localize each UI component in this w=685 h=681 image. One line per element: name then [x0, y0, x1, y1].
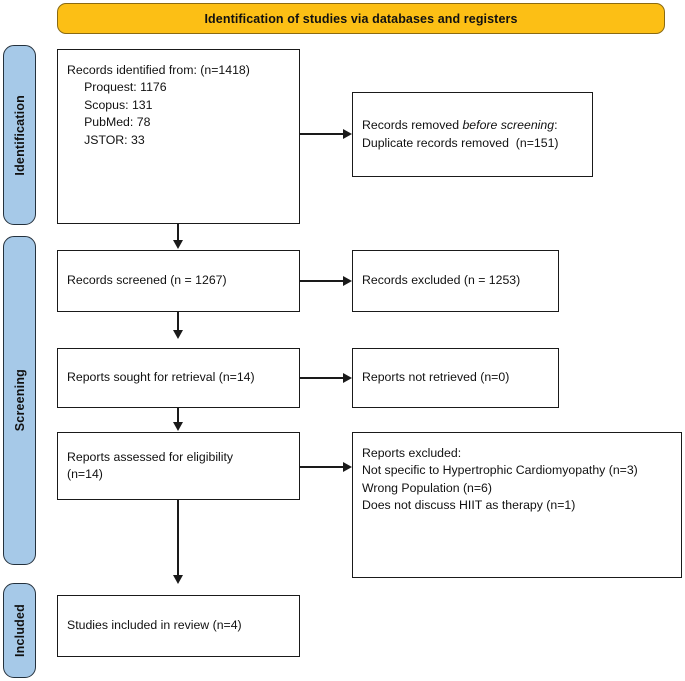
removed-suffix: : Duplicate records removed (n=151) [362, 118, 559, 150]
box-reports-sought: Reports sought for retrieval (n=14) [57, 348, 300, 408]
arrow-right-icon-4 [343, 462, 352, 472]
arrow-down-icon-1 [173, 240, 183, 249]
removed-prefix: Records removed [362, 118, 463, 133]
box-records-identified: Records identified from: (n=1418) Proque… [57, 49, 300, 224]
box-reports-sought-text: Reports sought for retrieval (n=14) [67, 370, 255, 385]
identification-banner: Identification of studies via databases … [57, 3, 665, 34]
box-records-removed-text: Records removed before screening: Duplic… [353, 117, 568, 152]
box-reports-not-retrieved: Reports not retrieved (n=0) [352, 348, 559, 408]
arrow-down-icon-2 [173, 330, 183, 339]
stage-tab-screening-label: Screening [12, 369, 27, 432]
removed-italic: before screening [462, 118, 555, 133]
box-records-screened: Records screened (n = 1267) [57, 250, 300, 312]
box-records-identified-text: Records identified from: (n=1418) Proque… [67, 63, 250, 147]
connector-identified-to-removed [300, 133, 344, 135]
stage-tab-included-label: Included [12, 604, 27, 657]
connector-eligibility-to-included [177, 500, 179, 577]
box-records-removed: Records removed before screening: Duplic… [352, 92, 593, 177]
stage-tab-screening: Screening [3, 236, 36, 565]
connector-identified-to-screened [177, 224, 179, 242]
arrow-down-icon-4 [173, 575, 183, 584]
banner-title: Identification of studies via databases … [204, 11, 518, 26]
connector-eligibility-to-reports-excluded [300, 466, 344, 468]
stage-tab-identification-label: Identification [12, 94, 27, 176]
box-studies-included: Studies included in review (n=4) [57, 595, 300, 657]
arrow-right-icon-2 [343, 276, 352, 286]
arrow-right-icon-1 [343, 129, 352, 139]
connector-sought-to-eligibility [177, 408, 179, 424]
box-reports-assessed-eligibility: Reports assessed for eligibility (n=14) [57, 432, 300, 500]
box-reports-excluded-text: Reports excluded: Not specific to Hypert… [362, 446, 638, 513]
stage-tab-included: Included [3, 583, 36, 678]
arrow-down-icon-3 [173, 422, 183, 431]
stage-tab-identification: Identification [3, 45, 36, 225]
arrow-right-icon-3 [343, 373, 352, 383]
connector-screened-to-sought [177, 312, 179, 332]
box-reports-not-retrieved-text: Reports not retrieved (n=0) [362, 370, 510, 385]
box-reports-assessed-eligibility-text: Reports assessed for eligibility (n=14) [67, 449, 234, 481]
box-reports-excluded: Reports excluded: Not specific to Hypert… [352, 432, 682, 578]
connector-screened-to-excluded [300, 280, 344, 282]
box-studies-included-text: Studies included in review (n=4) [67, 618, 242, 633]
box-records-excluded: Records excluded (n = 1253) [352, 250, 559, 312]
box-records-excluded-text: Records excluded (n = 1253) [362, 273, 521, 288]
connector-sought-to-not-retrieved [300, 377, 344, 379]
box-records-screened-text: Records screened (n = 1267) [67, 273, 227, 288]
